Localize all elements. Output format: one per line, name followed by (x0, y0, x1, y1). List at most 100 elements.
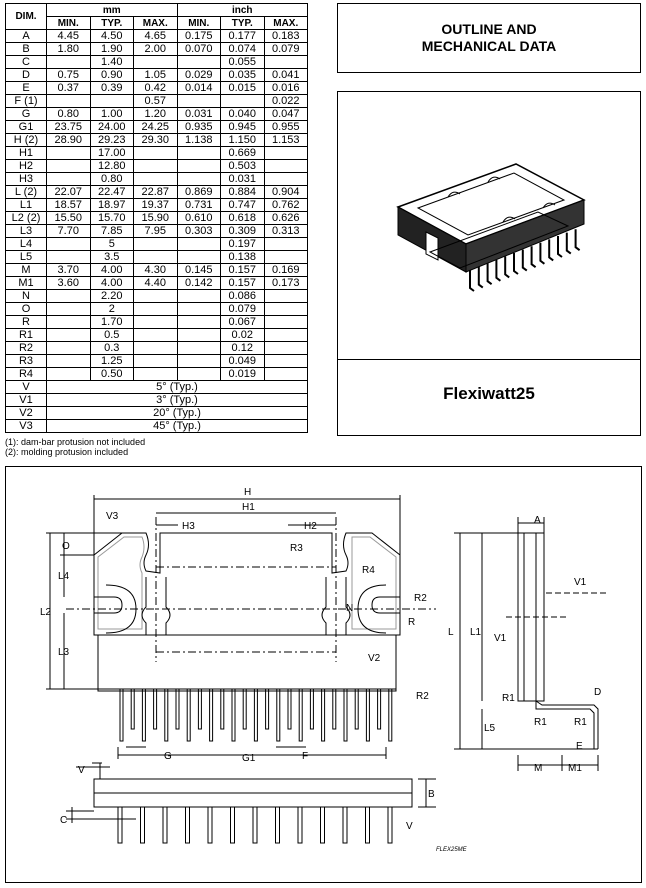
title-box: OUTLINE AND MECHANICAL DATA (337, 3, 641, 73)
dim-value: 0.022 (263, 94, 308, 108)
label-L1: L1 (470, 627, 482, 638)
pin (548, 239, 554, 262)
label-V2: V2 (368, 653, 381, 664)
dim-value (263, 341, 308, 355)
pin (298, 688, 303, 742)
pin (276, 688, 281, 742)
dim-value (263, 315, 308, 329)
label-D: D (594, 687, 601, 698)
dim-value: 18.57 (46, 198, 91, 212)
dim-name: N (5, 289, 47, 303)
dim-value: 0.197 (220, 237, 265, 251)
pin (486, 263, 493, 285)
dim-value: 22.47 (89, 185, 134, 199)
title-line-2: MECHANICAL DATA (421, 38, 557, 54)
dim-value: 17.00 (89, 146, 134, 160)
dim-value: 0.169 (263, 263, 308, 277)
dim-value (133, 302, 178, 316)
dim-value: 0.955 (263, 120, 308, 134)
pin (574, 229, 581, 251)
label-R3: R3 (290, 543, 303, 554)
dim-value: 1.138 (176, 133, 221, 147)
pin (342, 806, 348, 844)
dim-value: 18.97 (89, 198, 134, 212)
pin (207, 806, 213, 844)
dim-value: 0.669 (220, 146, 265, 160)
dim-value (46, 146, 91, 160)
angle-value: 45° (Typ.) (46, 419, 308, 433)
dim-value (89, 94, 134, 108)
dim-value: 0.079 (263, 42, 308, 56)
dim-value: 1.90 (89, 42, 134, 56)
pin (332, 688, 337, 730)
label-L3: L3 (58, 647, 70, 658)
dim-value: 0.5 (89, 328, 134, 342)
pin (297, 806, 303, 844)
pin (265, 688, 270, 730)
dim-value: 0.175 (176, 29, 221, 43)
label-M1: M1 (568, 763, 582, 774)
angle-value: 3° (Typ.) (46, 393, 308, 407)
dim-value: 0.313 (263, 224, 308, 238)
dim-value: 4.50 (89, 29, 134, 43)
label-F: F (302, 751, 308, 762)
dim-value: 0.42 (133, 81, 178, 95)
dim-value: 0.177 (220, 29, 265, 43)
label-V3: V3 (106, 511, 119, 522)
label-L4: L4 (58, 571, 70, 582)
dim-value (263, 328, 308, 342)
pin (130, 688, 135, 730)
dim-value: 2.00 (133, 42, 178, 56)
dim-value (133, 159, 178, 173)
dim-value (176, 237, 221, 251)
dim-value: 29.30 (133, 133, 178, 147)
pin (530, 246, 537, 268)
pin (565, 232, 572, 255)
dim-value: 0.37 (46, 81, 91, 95)
pin (220, 688, 225, 730)
dim-value: 0.086 (220, 289, 265, 303)
pin (153, 688, 158, 730)
pin (557, 236, 563, 258)
pin (140, 806, 145, 844)
label-V-top: V (78, 765, 85, 776)
dim-name: L4 (5, 237, 47, 251)
dim-value: 0.079 (220, 302, 265, 316)
dim-value: 28.90 (46, 133, 91, 147)
dim-value (46, 250, 91, 264)
label-V1-lower: V1 (494, 633, 507, 644)
pin (388, 688, 393, 742)
pin (521, 249, 528, 272)
dim-value: 0.57 (133, 94, 178, 108)
dim-value: 0.12 (220, 341, 265, 355)
dim-value: 7.70 (46, 224, 91, 238)
dim-name: A (5, 29, 47, 43)
dim-value (176, 159, 221, 173)
inch-header: inch (176, 3, 308, 17)
dim-value: 0.074 (220, 42, 265, 56)
dim-name: B (5, 42, 47, 56)
pin (209, 688, 214, 742)
dim-value: 0.75 (46, 68, 91, 82)
label-R1-a: R1 (502, 693, 515, 704)
dim-value: 0.503 (220, 159, 265, 173)
label-M: M (534, 763, 542, 774)
dim-name: M (5, 263, 47, 277)
dim-value (133, 289, 178, 303)
label-N: N (346, 603, 353, 614)
package-box: Flexiwatt25 (337, 91, 641, 436)
dim-value (46, 237, 91, 251)
label-C: C (60, 815, 67, 826)
pin (539, 242, 545, 265)
package-pins (469, 229, 581, 292)
